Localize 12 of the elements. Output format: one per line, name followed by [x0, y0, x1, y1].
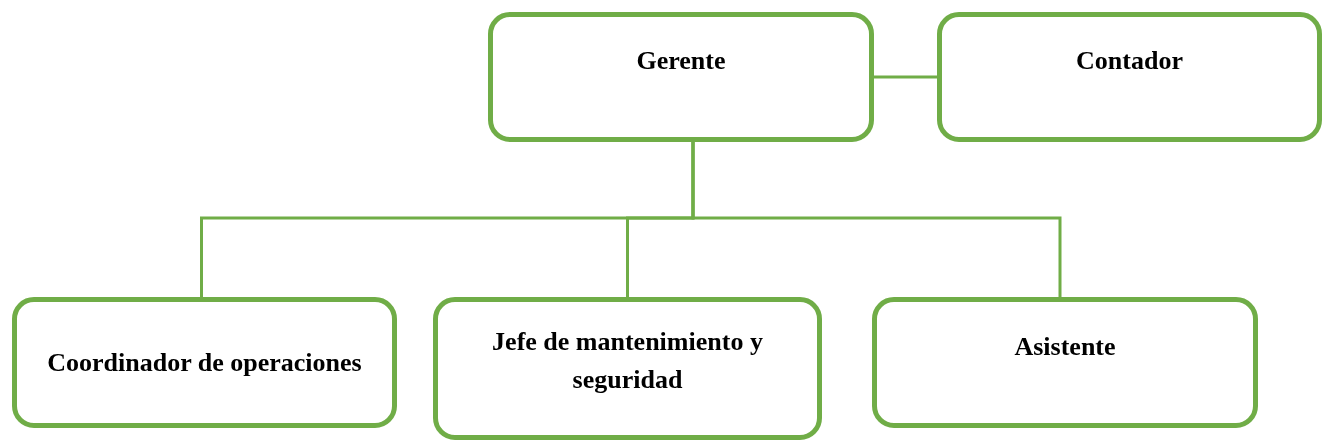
role-title: Asistente: [1014, 330, 1116, 363]
role-box: [872, 297, 1258, 428]
connector-line: [691, 142, 1062, 297]
connector-line: [874, 75, 937, 79]
role-title: Coordinador de operaciones: [47, 346, 362, 379]
role-box: [937, 12, 1322, 142]
role-title: Jefe de mantenimiento y seguridad: [491, 325, 764, 396]
role-title: Contador: [1076, 45, 1183, 78]
role-box: [433, 297, 822, 440]
role-title: Gerente: [636, 45, 726, 78]
role-box: [488, 12, 874, 142]
role-box: [12, 297, 397, 428]
